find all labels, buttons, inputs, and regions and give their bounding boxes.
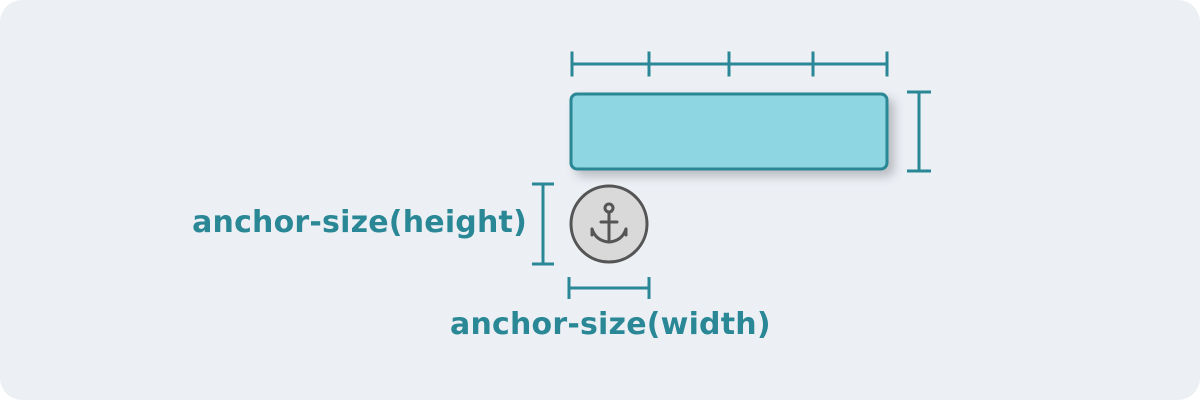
anchor-icon <box>590 202 628 244</box>
anchor-width-ruler <box>567 277 651 299</box>
box-height-ruler <box>907 90 931 173</box>
top-width-ruler <box>570 51 889 77</box>
anchor-height-ruler <box>532 182 554 266</box>
anchor-height-label: anchor-size(height) <box>192 205 527 240</box>
positioned-box <box>569 92 889 171</box>
anchor-width-label: anchor-size(width) <box>450 307 771 342</box>
